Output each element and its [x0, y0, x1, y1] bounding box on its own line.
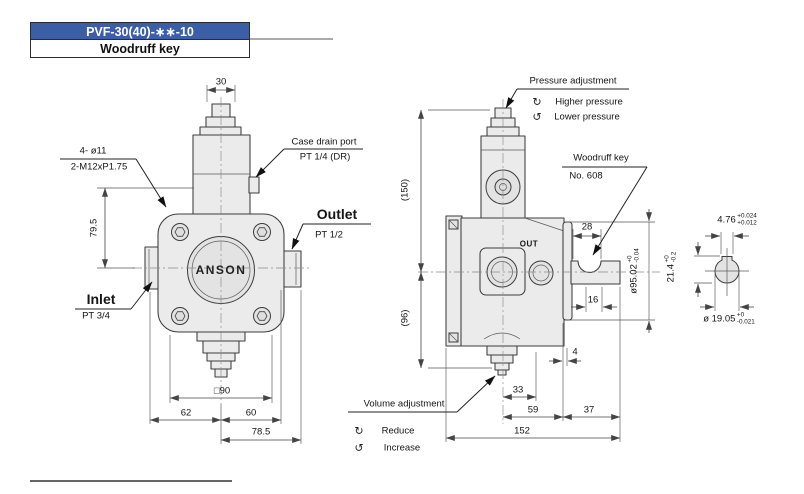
dim-square-label: □90 — [213, 385, 231, 397]
shaft-diameter-tolerance: +0 -0.021 — [736, 311, 755, 325]
woodruff-key-leader-arrow — [592, 166, 648, 256]
case-drain-port — [248, 176, 260, 194]
dim-center-right-label: 60 — [245, 407, 257, 419]
outlet-leader-arrow — [291, 223, 304, 250]
side-view-drawing — [418, 99, 660, 424]
dim-pilot-diameter-label: ø95.02 +0 -0.04 — [626, 248, 640, 294]
outlet-label: Outlet — [316, 206, 358, 222]
shaft-section-drawing — [694, 232, 754, 311]
case-drain-leader-arrow — [255, 148, 285, 178]
lower-pressure-label: Lower pressure — [554, 111, 620, 123]
outlet-thread-label: PT 1/2 — [315, 229, 343, 241]
inlet-label: Inlet — [86, 291, 116, 307]
mount-holes-leader-arrow — [135, 158, 167, 208]
brand-logo: ANSON — [195, 263, 247, 277]
dim-mount-height-label: 79.5 — [88, 218, 100, 238]
dim-key-center-label: 33 — [512, 384, 524, 396]
higher-pressure-label: Higher pressure — [555, 96, 623, 108]
dim-center-to-face-label: 59 — [527, 404, 539, 416]
dim-cap-width-label: 30 — [215, 76, 227, 88]
dim-key-length-label: 16 — [587, 294, 599, 306]
dim-over-key-label: 21.4 +0 -0.2 — [663, 251, 677, 283]
dim-key-boss-label: 28 — [581, 221, 593, 233]
model-code-text: PVF-30(40)-∗∗-10 — [86, 24, 194, 39]
woodruff-key-label-line1: Woodruff key — [573, 152, 629, 164]
pilot-tolerance: +0 -0.04 — [626, 248, 640, 263]
mount-holes-label-line2: 2-M12xP1.75 — [70, 161, 128, 173]
upper-housing — [192, 134, 251, 216]
woodruff-key-label-line2: No. 608 — [569, 170, 603, 182]
inlet-thread-label: PT 3/4 — [82, 310, 110, 322]
outlet-port — [282, 250, 302, 288]
pressure-adjust-leader-arrow — [505, 88, 518, 109]
front-view-drawing — [132, 97, 312, 404]
dim-key-width-label: 4.76 +0.024 +0.012 — [717, 212, 757, 226]
case-drain-label-line2: PT 1/4 (DR) — [299, 151, 351, 163]
variant-title-box: Woodruff key — [30, 39, 250, 58]
dim-overall-length-label: 152 — [514, 425, 530, 437]
dim-height-upper-label: (150) — [399, 178, 411, 202]
out-port-label: OUT — [519, 239, 539, 249]
side-mounting-plate — [445, 215, 463, 347]
volume-adjust-screw — [486, 345, 518, 356]
dim-height-lower-label: (96) — [399, 309, 411, 327]
clockwise-rotation-icon: ↻ — [532, 96, 542, 109]
pressure-adjustment-label: Pressure adjustment — [529, 75, 617, 87]
key-width-tolerance: +0.024 +0.012 — [737, 212, 757, 226]
counterclockwise-rotation-icon: ↺ — [532, 111, 542, 124]
front-view-dimensions — [60, 85, 371, 444]
inlet-leader-arrow — [130, 281, 153, 310]
mount-holes-label-line1: 4- ø11 — [79, 145, 107, 157]
over-key-tolerance: +0 -0.2 — [663, 251, 677, 263]
dim-outlet-offset-label: 78.5 — [251, 426, 271, 438]
clockwise-rotation-icon: ↻ — [354, 425, 364, 438]
reduce-label: Reduce — [381, 425, 415, 437]
dim-cover-offset-label: 4 — [572, 346, 578, 358]
volume-adjust-leader-arrow — [456, 375, 496, 413]
variant-title-text: Woodruff key — [100, 41, 180, 56]
side-view-dimensions — [348, 88, 655, 442]
dim-shaft-ext-label: 37 — [583, 404, 595, 416]
counterclockwise-rotation-icon: ↺ — [354, 442, 364, 455]
model-code-banner: PVF-30(40)-∗∗-10 — [30, 22, 250, 40]
increase-label: Increase — [383, 442, 421, 454]
dim-shaft-diameter-label: ø 19.05 +0 -0.021 — [703, 311, 755, 325]
case-drain-label-line1: Case drain port — [291, 136, 357, 148]
volume-adjustment-label: Volume adjustment — [363, 398, 445, 410]
drive-shaft — [570, 260, 621, 285]
dim-center-left-label: 62 — [180, 407, 192, 419]
